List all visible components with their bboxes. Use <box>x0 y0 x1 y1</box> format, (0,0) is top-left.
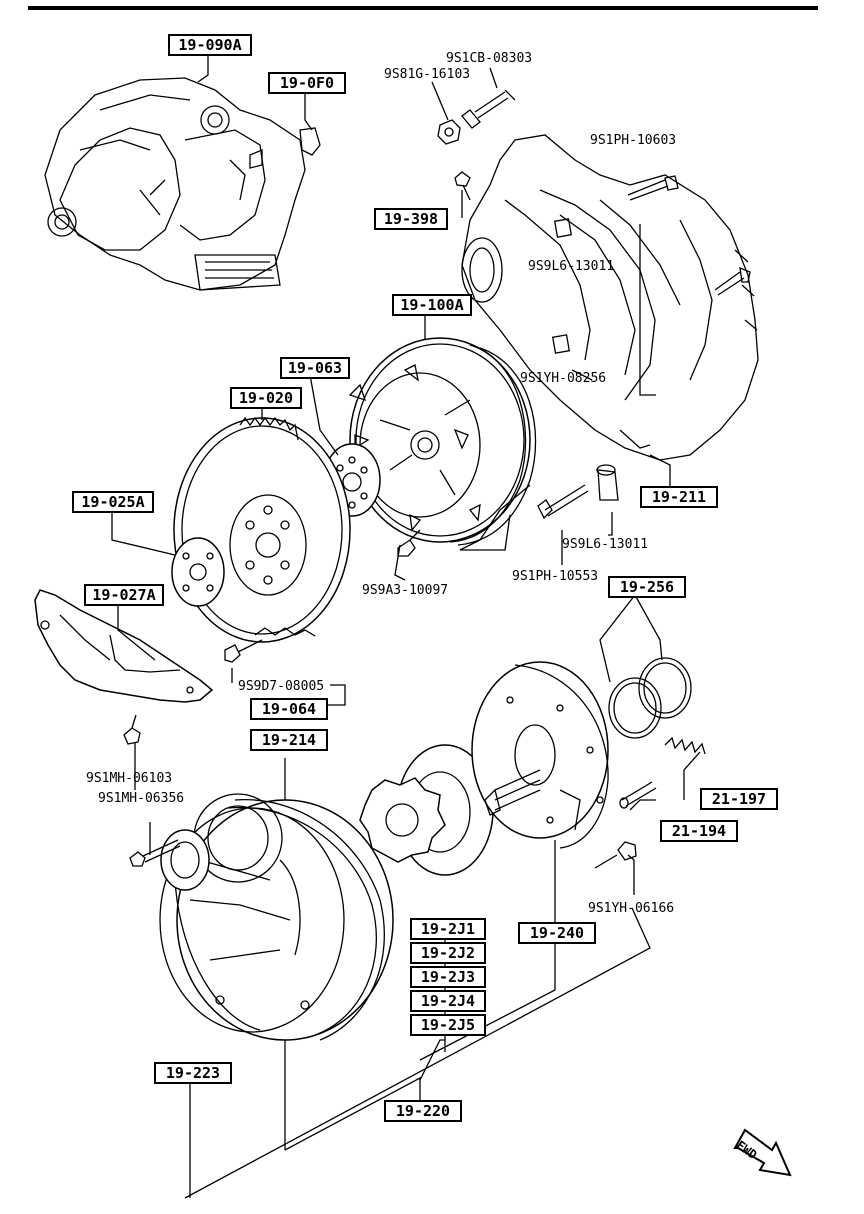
torque-converter-drawing <box>348 337 537 546</box>
part-number-9S9A3-10097: 9S9A3-10097 <box>362 583 449 598</box>
part-number-9S9L6-13011-lower: 9S9L6-13011 <box>562 537 649 552</box>
part-number-9S9L6-13011-upper: 9S9L6-13011 <box>528 259 615 274</box>
group-label-19-223[interactable]: 19-223 <box>154 1062 232 1084</box>
group-label-19-2J3[interactable]: 19-2J3 <box>410 966 486 988</box>
group-label-19-211[interactable]: 19-211 <box>640 486 718 508</box>
group-label-19-027A[interactable]: 19-027A <box>84 584 164 606</box>
pump-bolt-drawing <box>129 839 181 867</box>
group-label-19-020[interactable]: 19-020 <box>230 387 302 409</box>
part-number-9S81G-16103: 9S81G-16103 <box>384 67 471 82</box>
part-number-9S1CB-08303: 9S1CB-08303 <box>446 51 533 66</box>
top-border <box>28 6 818 10</box>
part-number-9S1MH-06103: 9S1MH-06103 <box>86 771 173 786</box>
housing-bolts-drawing <box>437 89 751 520</box>
part-number-9S9D7-08005: 9S9D7-08005 <box>238 679 325 694</box>
part-number-9S1YH-06166: 9S1YH-06166 <box>588 901 675 916</box>
part-number-9S1PH-10553: 9S1PH-10553 <box>512 569 599 584</box>
group-label-19-2J1[interactable]: 19-2J1 <box>410 918 486 940</box>
part-number-9S1MH-06356: 9S1MH-06356 <box>98 791 185 806</box>
group-label-19-214[interactable]: 19-214 <box>250 729 328 751</box>
group-label-21-194[interactable]: 21-194 <box>660 820 738 842</box>
group-label-19-090A[interactable]: 19-090A <box>168 34 252 56</box>
group-label-21-197[interactable]: 21-197 <box>700 788 778 810</box>
group-label-19-220[interactable]: 19-220 <box>384 1100 462 1122</box>
part-number-9S1YH-08256: 9S1YH-08256 <box>520 371 607 386</box>
group-label-19-0F0[interactable]: 19-0F0 <box>268 72 346 94</box>
group-label-19-240[interactable]: 19-240 <box>518 922 596 944</box>
oil-seal-drawing <box>160 829 210 891</box>
group-label-19-100A[interactable]: 19-100A <box>392 294 472 316</box>
group-label-19-2J5[interactable]: 19-2J5 <box>410 1014 486 1036</box>
cover-bolt-drawing <box>594 841 637 869</box>
group-label-19-2J4[interactable]: 19-2J4 <box>410 990 486 1012</box>
pump-gears-drawing <box>359 744 494 876</box>
leader-lines <box>111 54 701 1199</box>
fwd-arrow-icon <box>733 1128 792 1177</box>
group-label-19-2J2[interactable]: 19-2J2 <box>410 942 486 964</box>
pump-cover-drawing <box>471 661 609 849</box>
group-label-19-063[interactable]: 19-063 <box>280 357 350 379</box>
flywheel-drawing <box>173 416 351 643</box>
transmission-assembly-drawing <box>44 77 321 291</box>
oil-pump-housing-drawing <box>159 793 394 1041</box>
adapter-plate-drawing <box>171 537 225 607</box>
group-label-19-256[interactable]: 19-256 <box>608 576 686 598</box>
seal-rings-drawing <box>608 657 692 739</box>
group-label-19-398[interactable]: 19-398 <box>374 208 448 230</box>
spring-plunger-drawing <box>619 736 706 809</box>
group-label-19-025A[interactable]: 19-025A <box>72 491 154 513</box>
group-label-19-064[interactable]: 19-064 <box>250 698 328 720</box>
dust-cover-drawing <box>34 589 214 703</box>
part-number-9S1PH-10603: 9S1PH-10603 <box>590 133 677 148</box>
